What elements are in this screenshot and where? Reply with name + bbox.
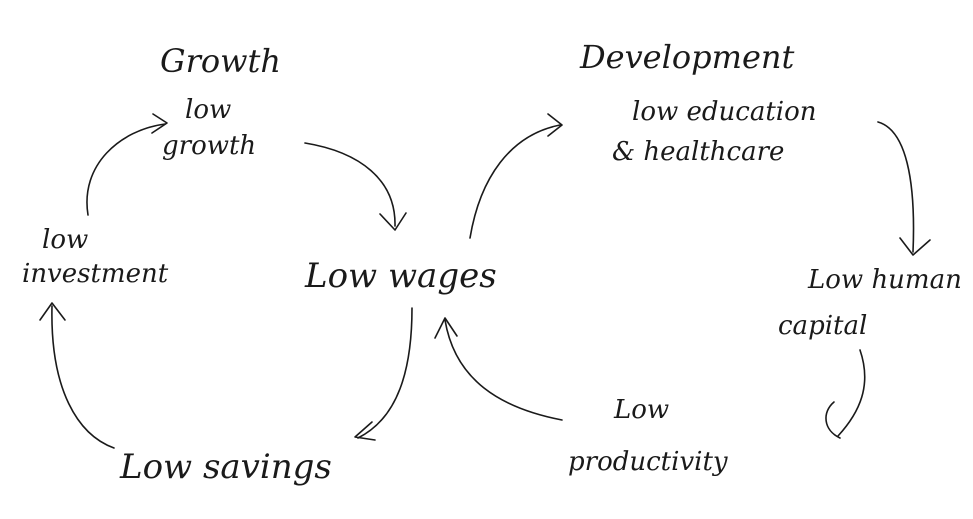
arrow-wages-to-education [469, 113, 563, 239]
low-education-label-line1: low education [632, 97, 817, 127]
low-productivity-label-line1: Low [613, 395, 669, 425]
arrow-education-to-human-capital [877, 121, 931, 256]
arrow-savings-to-investment [39, 302, 115, 449]
arrow-growth-to-wages [304, 142, 407, 231]
low-investment-label-line2: investment [22, 259, 169, 289]
low-growth-label-line2: growth [162, 131, 256, 161]
low-wages-label: Low wages [304, 256, 497, 296]
low-growth-label-line1: low [185, 95, 231, 125]
arrow-human-capital-to-productivity [825, 349, 866, 439]
growth-title: Growth [160, 42, 281, 80]
low-education-label-line2: & healthcare [612, 137, 784, 167]
low-savings-label: Low savings [119, 447, 332, 487]
arrow-wages-to-savings [354, 307, 413, 441]
low-human-capital-label-line1: Low human [807, 265, 962, 295]
arrow-investment-to-growth [86, 113, 168, 216]
arrow-productivity-to-wages [434, 317, 563, 421]
development-title: Development [579, 38, 794, 76]
low-human-capital-label-line2: capital [778, 311, 867, 341]
low-productivity-label-line2: productivity [568, 447, 728, 477]
low-investment-label-line1: low [42, 225, 88, 255]
